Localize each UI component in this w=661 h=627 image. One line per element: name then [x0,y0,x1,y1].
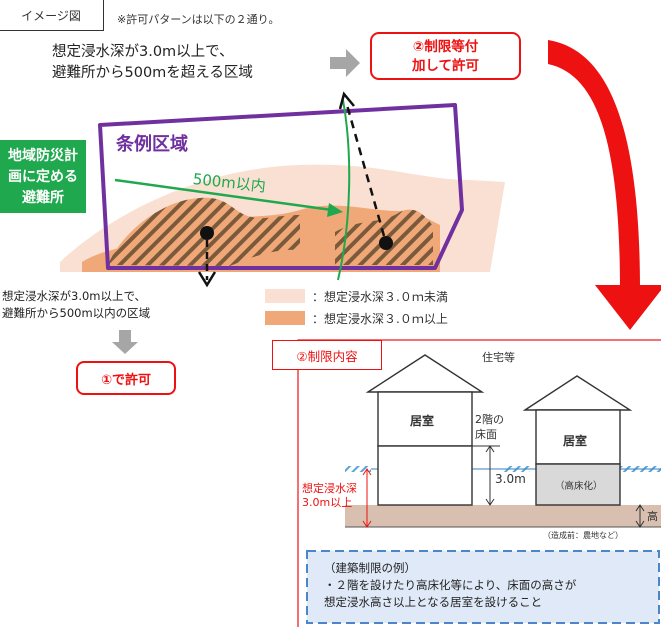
bottom-condition: 想定浸水深が3.0m以上で、 避難所から500m以内の区域 [2,288,150,322]
house-raised-floor [522,375,633,506]
floor2-line-1: 2階の [475,413,504,426]
floor2-label: 2階の 床面 [475,412,504,442]
example-line-3: 想定浸水高さ以上となる居室を設けること [324,595,543,609]
house-two-storey [365,354,485,506]
permit-note: ※許可パターンは以下の２通り。 [117,13,280,26]
grey-arrow-right [330,49,360,77]
room-label-2: 居室 [563,434,588,448]
grey-arrow-down [112,330,138,354]
height-cut-label: 高 [647,510,658,523]
distance-arrow-head [327,203,343,217]
point-outside [379,236,393,250]
house-label: 住宅等 [482,351,515,364]
image-tag-label: イメージ図 [21,8,81,23]
example-text: （建築制限の例） ・２階を設けたり高床化等により、床面の高さが 想定浸水高さ以上… [324,560,576,611]
raised-floor-label: （高床化） [555,481,603,492]
shelter-box: 地域防災計 画に定める 避難所 [0,140,86,213]
bottom-condition-line-1: 想定浸水深が3.0m以上で、 [2,289,147,303]
example-line-1: （建築制限の例） [324,561,416,575]
floor2-line-2: 床面 [475,428,497,441]
permit1-label: ①で許可 [100,372,151,388]
image-tag: イメージ図 [0,0,104,31]
ordinance-area-label: 条例区域 [116,134,188,155]
depth-label-line-1: 想定浸水深 [302,482,357,495]
shelter-line-3: 避難所 [22,190,64,206]
panel-title: ②制限内容 [296,348,358,364]
point-inside [200,226,214,240]
shelter-line-1: 地域防災計 [8,148,78,164]
legend-label-deep: ：想定浸水深３.０ｍ以上 [312,312,448,326]
ordinance-area-border [98,103,464,270]
depth-value: 3.0m [495,472,526,486]
bottom-condition-line-2: 避難所から500m以内の区域 [2,306,151,320]
permit-box: ①で許可 [76,361,176,395]
example-box [306,550,660,624]
ground-note: （造成前：農地など） [543,531,623,540]
legend-swatch-deep [265,311,305,325]
legend-label-shallow: ：想定浸水深３.０ｍ未満 [312,290,448,304]
distance-boundary-arc [337,99,351,281]
permit-with-restrictions-box: ②制限等付 加して許可 [370,32,521,80]
top-condition-line-1: 想定浸水深が3.0m以上で、 [52,44,234,60]
depth-label: 想定浸水深 3.0m以上 [302,482,357,510]
legend-swatch-shallow [265,289,305,303]
permit2-line-2: 加して許可 [411,58,480,74]
top-condition: 想定浸水深が3.0m以上で、 避難所から500mを超える区域 [52,42,253,84]
big-red-arrow [548,40,661,330]
shelter-line-2: 画に定める [8,169,78,185]
permit2-line-1: ②制限等付 [412,39,479,55]
top-condition-line-2: 避難所から500mを超える区域 [52,65,253,81]
panel-title-box: ②制限内容 [272,340,382,370]
example-line-2: ・２階を設けたり高床化等により、床面の高さが [324,578,577,592]
room-label-1: 居室 [410,414,435,428]
ground-strip [345,505,661,527]
depth-label-line-2: 3.0m以上 [302,496,353,509]
